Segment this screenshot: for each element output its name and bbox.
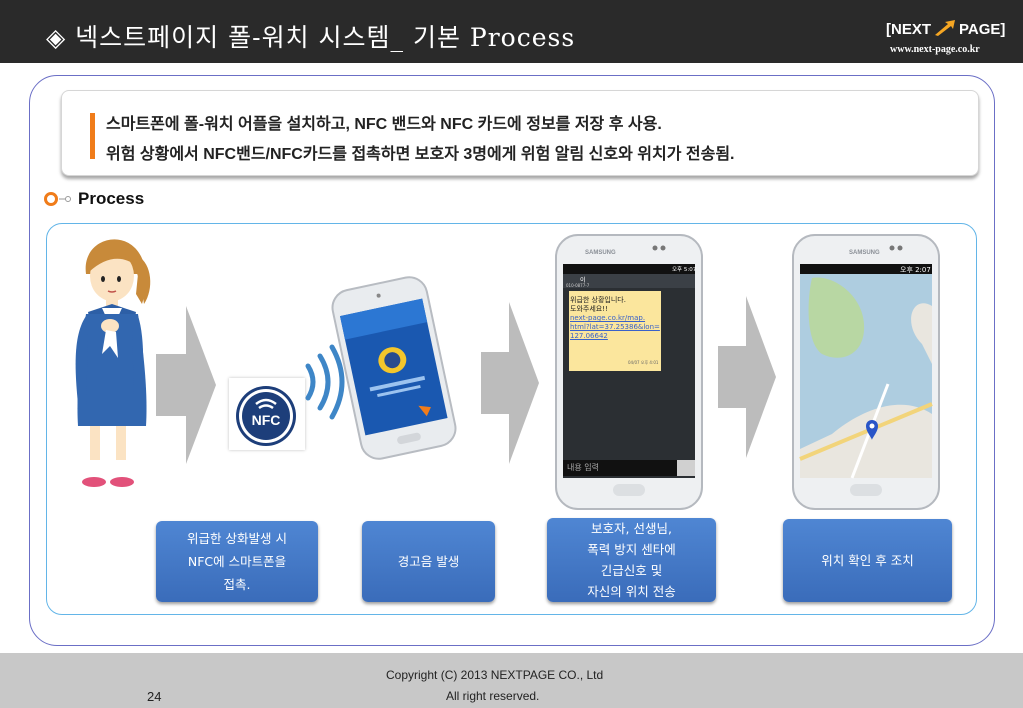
map-phone-brand: SAMSUNG [849,250,880,256]
description-line-1: 스마트폰에 폴-워치 어플을 설치하고, NFC 밴드와 NFC 카드에 정보를… [106,116,662,133]
signal-waves-icon [305,344,345,420]
copyright-text: Copyright (C) 2013 NEXTPAGE CO., Ltd [386,668,604,682]
sms-link-line-2[interactable]: html?lat=37.25386&lon= [570,323,660,331]
step-button-4[interactable]: 위치 확인 후 조치 [783,519,952,602]
footer-bar: 24 Copyright (C) 2013 NEXTPAGE CO., Ltd … [0,653,1023,708]
sms-message: 위급한 상황입니다. 도와주세요!! next-page.co.kr/map. … [570,296,660,341]
sms-link-line-3[interactable]: 127.06642 [570,332,608,340]
header-bar: ◈ 넥스트페이지 폴-워치 시스템_ 기본 Process [NEXT PAGE]… [0,0,1023,63]
description-box: 스마트폰에 폴-워치 어플을 설치하고, NFC 밴드와 NFC 카드에 정보를… [61,90,979,176]
process-label: Process [78,189,145,208]
nfc-tag: NFC [229,378,305,450]
page-title: ◈ 넥스트페이지 폴-워치 시스템_ 기본 Process [46,23,576,52]
sms-status-time: 오후 5:07 [672,267,697,273]
brand-right: PAGE] [959,21,1006,38]
rights-text: All right reserved. [446,689,540,703]
sms-phone-illustration [555,234,703,510]
map-phone-illustration [792,234,940,510]
map-status-time: 오후 2:07 [900,266,931,274]
accent-bar [90,113,95,159]
sms-message-line-1: 위급한 상황입니다. [570,296,626,304]
process-panel [46,223,977,615]
sms-input-field[interactable]: 내용 입력 [567,463,599,472]
student-girl-illustration [75,239,151,487]
alarm-phone-illustration [331,276,457,460]
brand-logo: [NEXT PAGE] [886,20,1005,38]
content-frame [29,75,995,646]
nfc-icon [236,386,296,446]
sms-phone-brand: SAMSUNG [585,250,616,256]
page-number: 24 [147,689,162,704]
arrow-logo-icon [935,20,955,36]
step-button-1[interactable]: 위급한 상화발생 시 NFC에 스마트폰을 접촉. [156,521,318,602]
bullet-circle-icon [44,192,71,206]
nfc-label: NFC [251,412,281,428]
sms-message-line-2: 도와주세요!! [570,305,608,313]
description-line-2: 위험 상황에서 NFC밴드/NFC카드를 접촉하면 보호자 3명에게 위험 알림… [106,146,735,163]
step-button-2[interactable]: 경고음 발생 [362,521,495,602]
sms-contact-name: 이 [580,277,586,284]
process-arrow-2 [481,302,539,464]
sms-link-line-1[interactable]: next-page.co.kr/map. [570,314,646,322]
brand-left: [NEXT [886,21,931,38]
step-button-3[interactable]: 보호자, 선생님, 폭력 방지 센타에 긴급신호 및 자신의 위치 전송 [547,518,716,602]
sms-message-time: 04/07 오후 4:01 [628,360,659,365]
sms-contact-number: 010-0877-7 [566,283,590,288]
process-arrow-3 [718,296,776,458]
brand-url: www.next-page.co.kr [890,44,980,55]
process-arrow-1 [156,306,216,464]
